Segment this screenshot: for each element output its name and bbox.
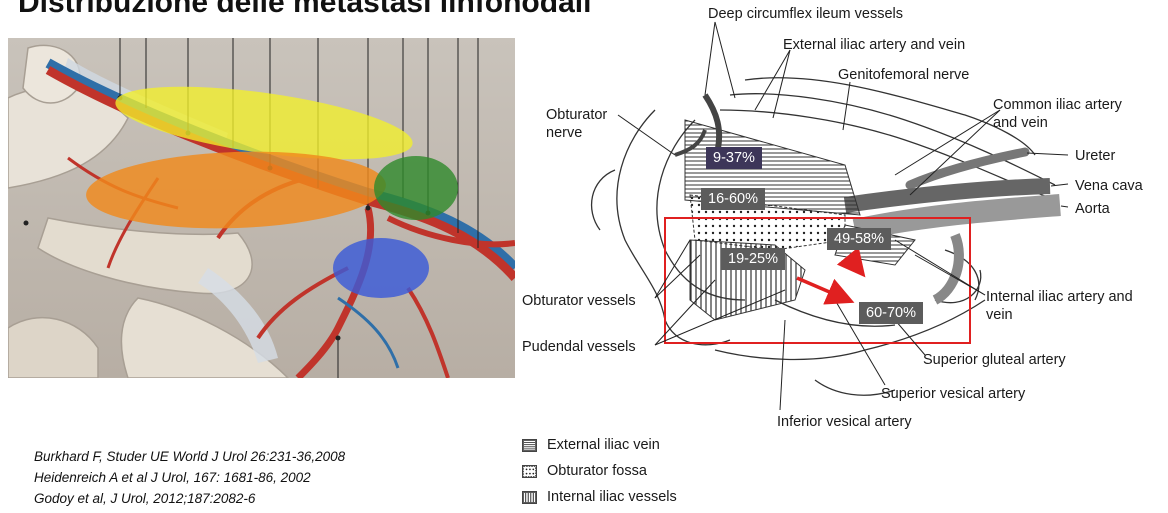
label-obturator-nerve: Obturator nerve <box>546 106 626 142</box>
label-superior-gluteal: Superior gluteal artery <box>923 351 1066 369</box>
legend-label: External iliac vein <box>547 437 660 453</box>
label-inferior-vesical: Inferior vesical artery <box>777 413 912 431</box>
percentage-badge: 9-37% <box>706 147 762 169</box>
label-aorta: Aorta <box>1075 200 1110 218</box>
green-zone <box>374 156 458 220</box>
vertical-lines-swatch-icon <box>522 491 537 504</box>
label-common-iliac: Common iliac artery and vein <box>993 96 1133 132</box>
percentage-badge: 49-58% <box>827 228 891 250</box>
legend-label: Internal iliac vessels <box>547 489 677 505</box>
label-genitofemoral: Genitofemoral nerve <box>838 66 969 84</box>
label-vena-cava: Vena cava <box>1075 177 1143 195</box>
blue-zone <box>333 238 429 298</box>
label-ureter: Ureter <box>1075 147 1115 165</box>
label-deep-circumflex: Deep circumflex ileum vessels <box>708 5 903 23</box>
label-internal-iliac: Internal iliac artery and vein <box>986 288 1136 324</box>
legend-label: Obturator fossa <box>547 463 647 479</box>
percentage-badge: 60-70% <box>859 302 923 324</box>
dotted-swatch-icon <box>522 465 537 478</box>
legend-item: Obturator fossa <box>522 458 677 484</box>
horizontal-lines-swatch-icon <box>522 439 537 452</box>
red-arrow-long <box>797 278 848 300</box>
anatomy-drawing <box>8 38 515 378</box>
references: Burkhard F, Studer UE World J Urol 26:23… <box>34 446 345 509</box>
label-superior-vesical: Superior vesical artery <box>881 385 1025 403</box>
reference-item: Heidenreich A et al J Urol, 167: 1681-86… <box>34 467 345 488</box>
percentage-badge: 19-25% <box>721 248 785 270</box>
legend-item: External iliac vein <box>522 432 677 458</box>
legend-item: Internal iliac vessels <box>522 484 677 510</box>
percentage-badge: 16-60% <box>701 188 765 210</box>
label-external-iliac: External iliac artery and vein <box>783 36 965 54</box>
pelvic-lymph-diagram: Deep circumflex ileum vessels External i… <box>515 0 1168 440</box>
slide-title: Distribuzione delle metastasi linfonodal… <box>18 0 591 20</box>
anatomical-illustration <box>8 38 515 378</box>
label-pudendal: Pudendal vessels <box>522 338 636 356</box>
reference-item: Godoy et al, J Urol, 2012;187:2082-6 <box>34 488 345 509</box>
label-obturator-vessels: Obturator vessels <box>522 292 636 310</box>
legend: External iliac vein Obturator fossa Inte… <box>522 432 677 510</box>
reference-item: Burkhard F, Studer UE World J Urol 26:23… <box>34 446 345 467</box>
